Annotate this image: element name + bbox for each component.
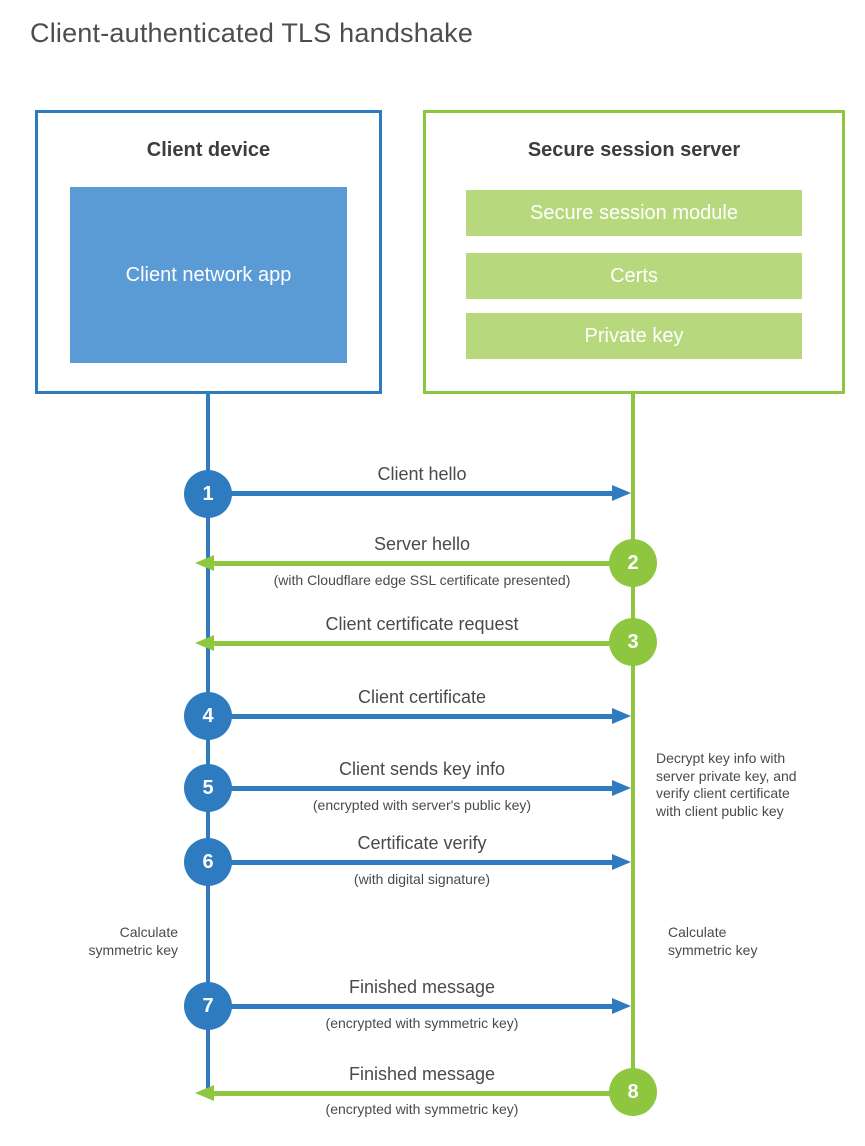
- step-8-arrow: [214, 1091, 610, 1096]
- step-4-label: Client certificate: [357, 687, 487, 707]
- step-8-label: Finished message: [348, 1064, 496, 1084]
- step-7-arrow: [230, 1004, 613, 1009]
- step-8-circle: 8: [609, 1068, 657, 1116]
- calculate-symmetric-key-note-client: Calculate symmetric key: [88, 924, 178, 958]
- step-6-label: Certificate verify: [357, 833, 487, 853]
- step-6-arrowhead-icon: [612, 854, 631, 870]
- client-lifeline: [206, 394, 210, 1095]
- step-1-circle: 1: [184, 470, 232, 518]
- step-3-arrow: [214, 641, 610, 646]
- step-3-circle: 3: [609, 618, 657, 666]
- client-device-title: Client device: [146, 139, 271, 161]
- step-3-arrowhead-icon: [195, 635, 214, 651]
- server-private-key-bar: Private key: [466, 313, 802, 359]
- client-network-app-box: Client network app: [70, 187, 347, 363]
- step-2-arrowhead-icon: [195, 555, 214, 571]
- step-6-circle: 6: [184, 838, 232, 886]
- step-3-label: Client certificate request: [325, 614, 519, 634]
- step-7-label: Finished message: [348, 977, 496, 997]
- step-1-arrow: [230, 491, 613, 496]
- step-2-subtitle: (with Cloudflare edge SSL certificate pr…: [273, 572, 571, 588]
- step-8-subtitle: (encrypted with symmetric key): [325, 1101, 519, 1117]
- step-4-circle: 4: [184, 692, 232, 740]
- step-2-label: Server hello: [373, 534, 471, 554]
- step-6-subtitle: (with digital signature): [353, 871, 491, 887]
- server-module-bar: Secure session module: [466, 190, 802, 236]
- step-5-arrow: [230, 786, 613, 791]
- step-1-label: Client hello: [377, 464, 467, 484]
- step-8-arrowhead-icon: [195, 1085, 214, 1101]
- server-lifeline: [631, 394, 635, 1116]
- secure-session-server-title: Secure session server: [527, 139, 741, 161]
- step-4-arrowhead-icon: [612, 708, 631, 724]
- server-certs-bar: Certs: [466, 253, 802, 299]
- step-7-arrowhead-icon: [612, 998, 631, 1014]
- step-7-subtitle: (encrypted with symmetric key): [325, 1015, 519, 1031]
- step-5-arrowhead-icon: [612, 780, 631, 796]
- step-5-label: Client sends key info: [338, 759, 506, 779]
- step-5-subtitle: (encrypted with server's public key): [312, 797, 532, 813]
- decrypt-key-info-note: Decrypt key info with server private key…: [656, 750, 797, 819]
- step-7-circle: 7: [184, 982, 232, 1030]
- step-4-arrow: [230, 714, 613, 719]
- step-5-circle: 5: [184, 764, 232, 812]
- calculate-symmetric-key-note-server: Calculate symmetric key: [668, 924, 758, 958]
- step-1-arrowhead-icon: [612, 485, 631, 501]
- step-6-arrow: [230, 860, 613, 865]
- step-2-circle: 2: [609, 539, 657, 587]
- step-2-arrow: [214, 561, 610, 566]
- page-title: Client-authenticated TLS handshake: [30, 18, 474, 48]
